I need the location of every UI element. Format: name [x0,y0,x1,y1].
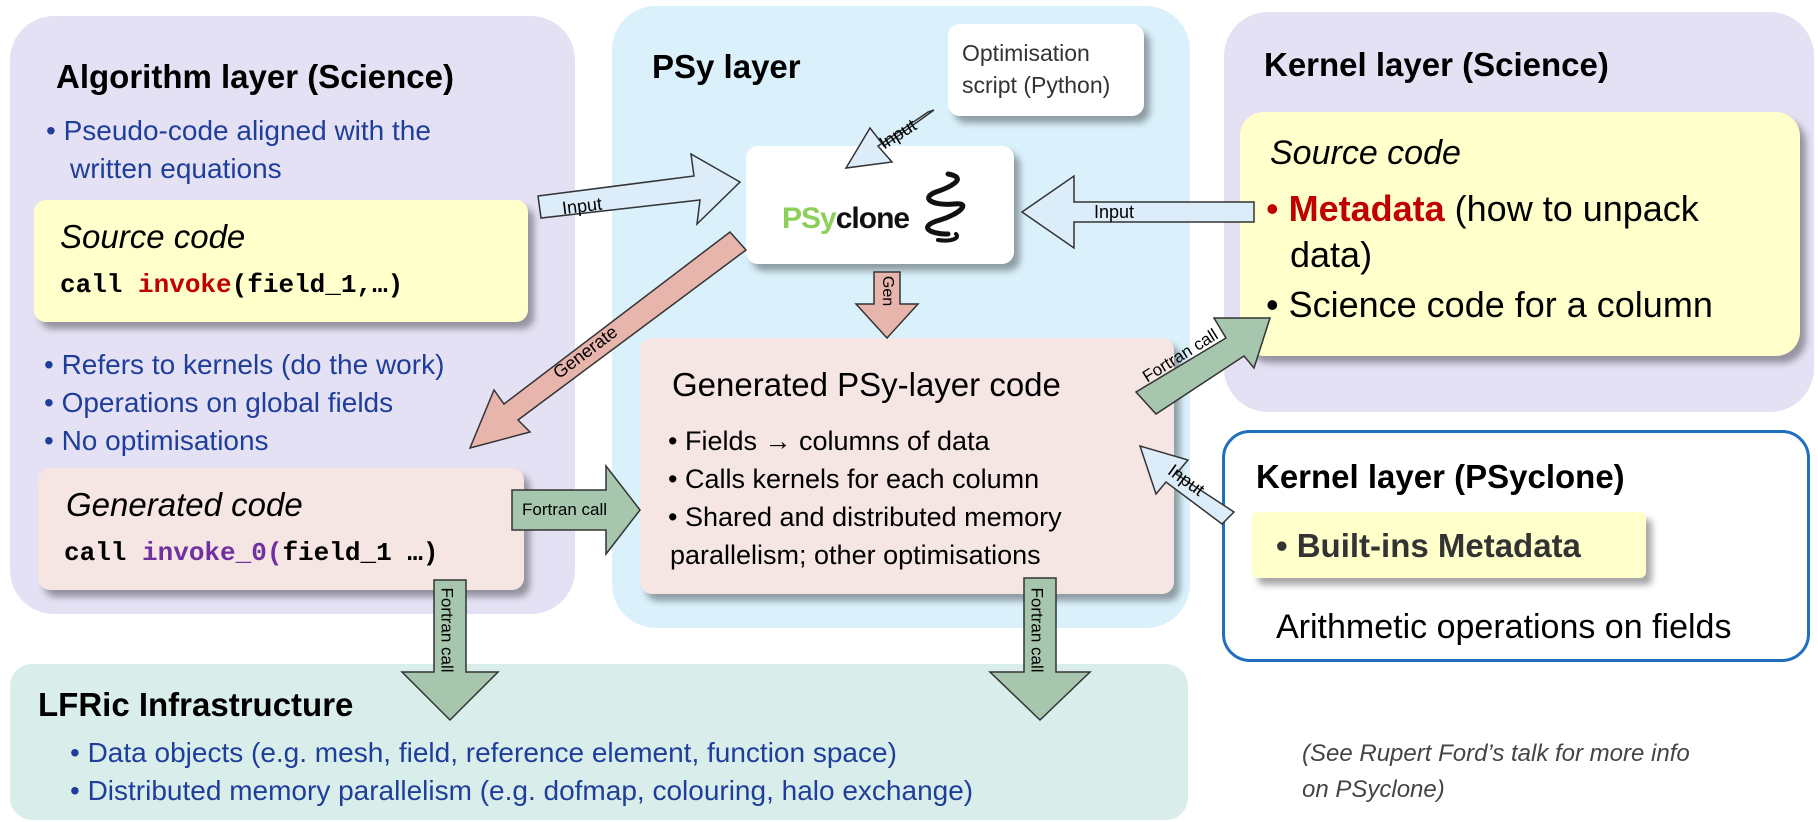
kernel-science-title: Kernel layer (Science) [1264,46,1609,83]
note-line-1: (See Rupert Ford’s talk for more info [1302,740,1690,767]
algorithm-generated-box: Generated code call invoke_0(field_1 …) [38,468,524,590]
generated-psy-bullet-1: • Fields → columns of data [668,426,990,456]
code-args: field_1 …) [282,538,439,568]
label-input-kernel: Input [1094,202,1135,222]
kernel-metadata-line: • Metadata (how to unpack [1266,188,1699,230]
label-fortran-alg-lfric: Fortran call [437,587,457,673]
psyclone-logo-box: PSyclone [746,146,1014,264]
kernel-science-bullet: • Science code for a column [1266,284,1713,325]
lfric-bullet-1: • Data objects (e.g. mesh, field, refere… [70,737,897,768]
algorithm-bullet-2: • Operations on global fields [44,387,394,418]
arrow-input-psyclone [1138,444,1236,525]
code-args: (field_1,…) [231,270,404,300]
lfric-title: LFRic Infrastructure [38,686,354,723]
algorithm-intro-line-1: • Pseudo-code aligned with the [46,115,431,146]
generated-psy-title: Generated PSy-layer code [672,366,1061,403]
label-fortran-alg-psy: Fortran call [522,500,608,519]
builtins-description: Arithmetic operations on fields [1276,608,1732,646]
optimisation-script-line-1: Optimisation [962,40,1090,66]
arrow-fortran-psy-kernel [1134,317,1272,415]
algorithm-generated-code: call invoke_0(field_1 …) [64,538,438,568]
arrow-generate [468,230,748,450]
label-fortran-psy-lfric: Fortran call [1027,587,1047,673]
algorithm-layer-title: Algorithm layer (Science) [56,58,454,95]
code-call: call [60,270,139,300]
arrow-input-optimisation [844,109,935,169]
builtins-label: • Built-ins Metadata [1276,527,1581,564]
psyclone-logo-ps: PSy [782,202,837,235]
metadata-keyword: Metadata [1288,188,1445,229]
algorithm-bullet-1: • Refers to kernels (do the work) [44,349,445,380]
metadata-description: (how to unpack [1444,188,1699,229]
algorithm-bullet-3: • No optimisations [44,425,269,456]
code-invoke-keyword: invoke [138,270,232,300]
arrow-input-kernel [1020,174,1255,250]
generated-psy-code-box: Generated PSy-layer code • Fields → colu… [640,338,1174,594]
kernel-psyclone-title: Kernel layer (PSyclone) [1256,458,1625,495]
psyclone-logo-clone: clone [835,202,910,235]
arrow-gen [854,271,920,340]
generated-psy-bullet-3-cont: parallelism; other optimisations [670,540,1041,570]
optimisation-script-box: Optimisation script (Python) [948,24,1144,116]
algorithm-intro-line-2: written equations [70,153,282,184]
lfric-bullet-2: • Distributed memory parallelism (e.g. d… [70,775,974,806]
psy-layer-title: PSy layer [652,48,801,85]
kernel-source-title: Source code [1270,134,1461,172]
algorithm-generated-title: Generated code [66,486,303,523]
algorithm-source-title: Source code [60,218,246,255]
arrow-fortran-alg-lfric [400,579,500,722]
code-call: call [64,538,143,568]
label-gen: Gen [879,275,897,307]
code-invoke0-keyword: invoke_0( [142,538,283,568]
optimisation-script-line-2: script (Python) [962,72,1111,98]
psyclone-helix-icon [925,171,966,243]
builtins-box: • Built-ins Metadata [1252,512,1646,578]
psyclone-logo-text: PSyclone [782,202,910,236]
algorithm-source-box: Source code call invoke(field_1,…) [34,200,528,322]
metadata-bullet: • [1266,188,1289,229]
generated-psy-bullet-3: • Shared and distributed memory [668,502,1062,532]
arrow-fortran-psy-lfric [988,577,1092,722]
note-line-2: on PSyclone) [1302,776,1445,803]
lfric-panel [10,664,1188,820]
arrow-fortran-alg-psy [511,463,641,557]
arrow-input-algorithm [537,152,742,227]
generated-psy-bullet-2: • Calls kernels for each column [668,464,1040,494]
kernel-source-box: Source code • Metadata (how to unpack da… [1240,112,1800,356]
kernel-metadata-line-2: data) [1290,234,1373,275]
algorithm-source-code: call invoke(field_1,…) [60,270,403,300]
